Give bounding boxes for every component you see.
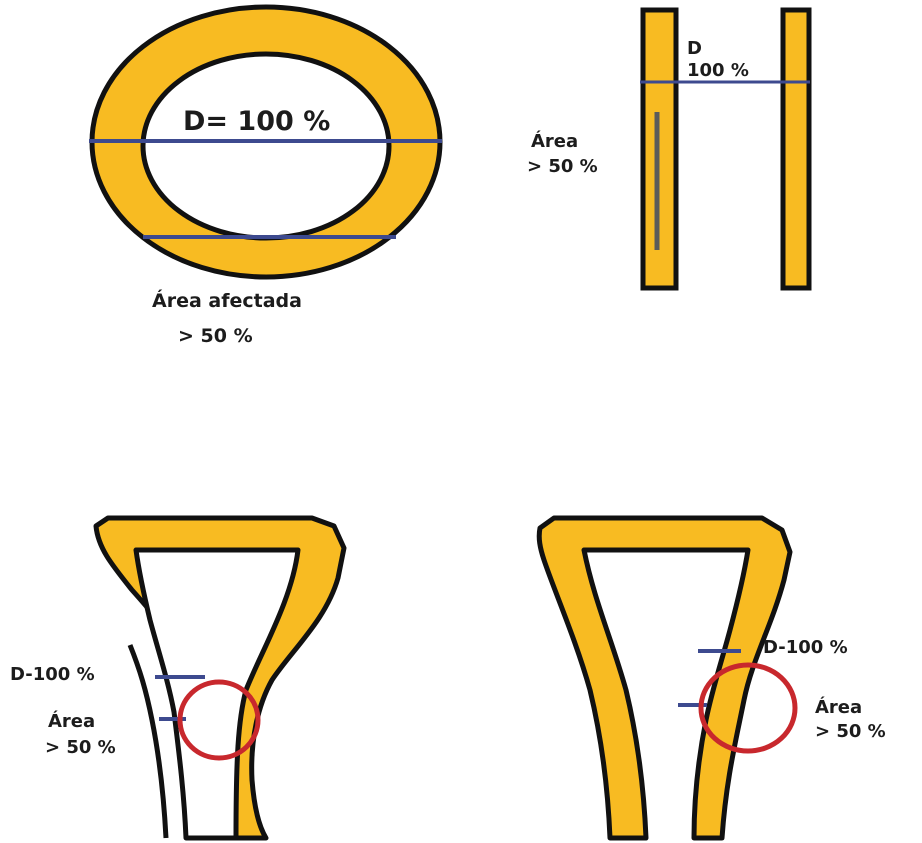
metaphysis-left-diameter-label: D-100 % [10,664,95,686]
ring-inner-canal [143,54,389,238]
metaphysis-right-area-label-line2: > 50 % [815,721,886,743]
metaphysis-left-area-label-line2: > 50 % [45,737,116,759]
metaphysis-left [96,518,344,838]
shaft-longitudinal [640,10,810,288]
shaft-diameter-label-line1: D [687,38,702,60]
metaphysis-left-area-label-line1: Área [48,711,95,733]
metaphysis-right-area-label-line1: Área [815,697,862,719]
shaft-area-label-line2: > 50 % [527,156,598,178]
metaphysis-right [539,518,795,838]
metaphysis-left-cortex-edge [130,645,166,838]
shaft-right-cortex [783,10,809,288]
metaphysis-right-outer [539,518,790,838]
ring-area-label-line1: Área afectada [152,290,302,313]
metaphysis-right-diameter-label: D-100 % [763,637,848,659]
shaft-area-label-line1: Área [531,131,578,153]
shaft-diameter-label-line2: 100 % [687,60,749,82]
ring-cross-section [89,7,442,277]
ring-diameter-label: D= 100 % [183,106,330,138]
ring-area-label-line2: > 50 % [178,325,253,348]
